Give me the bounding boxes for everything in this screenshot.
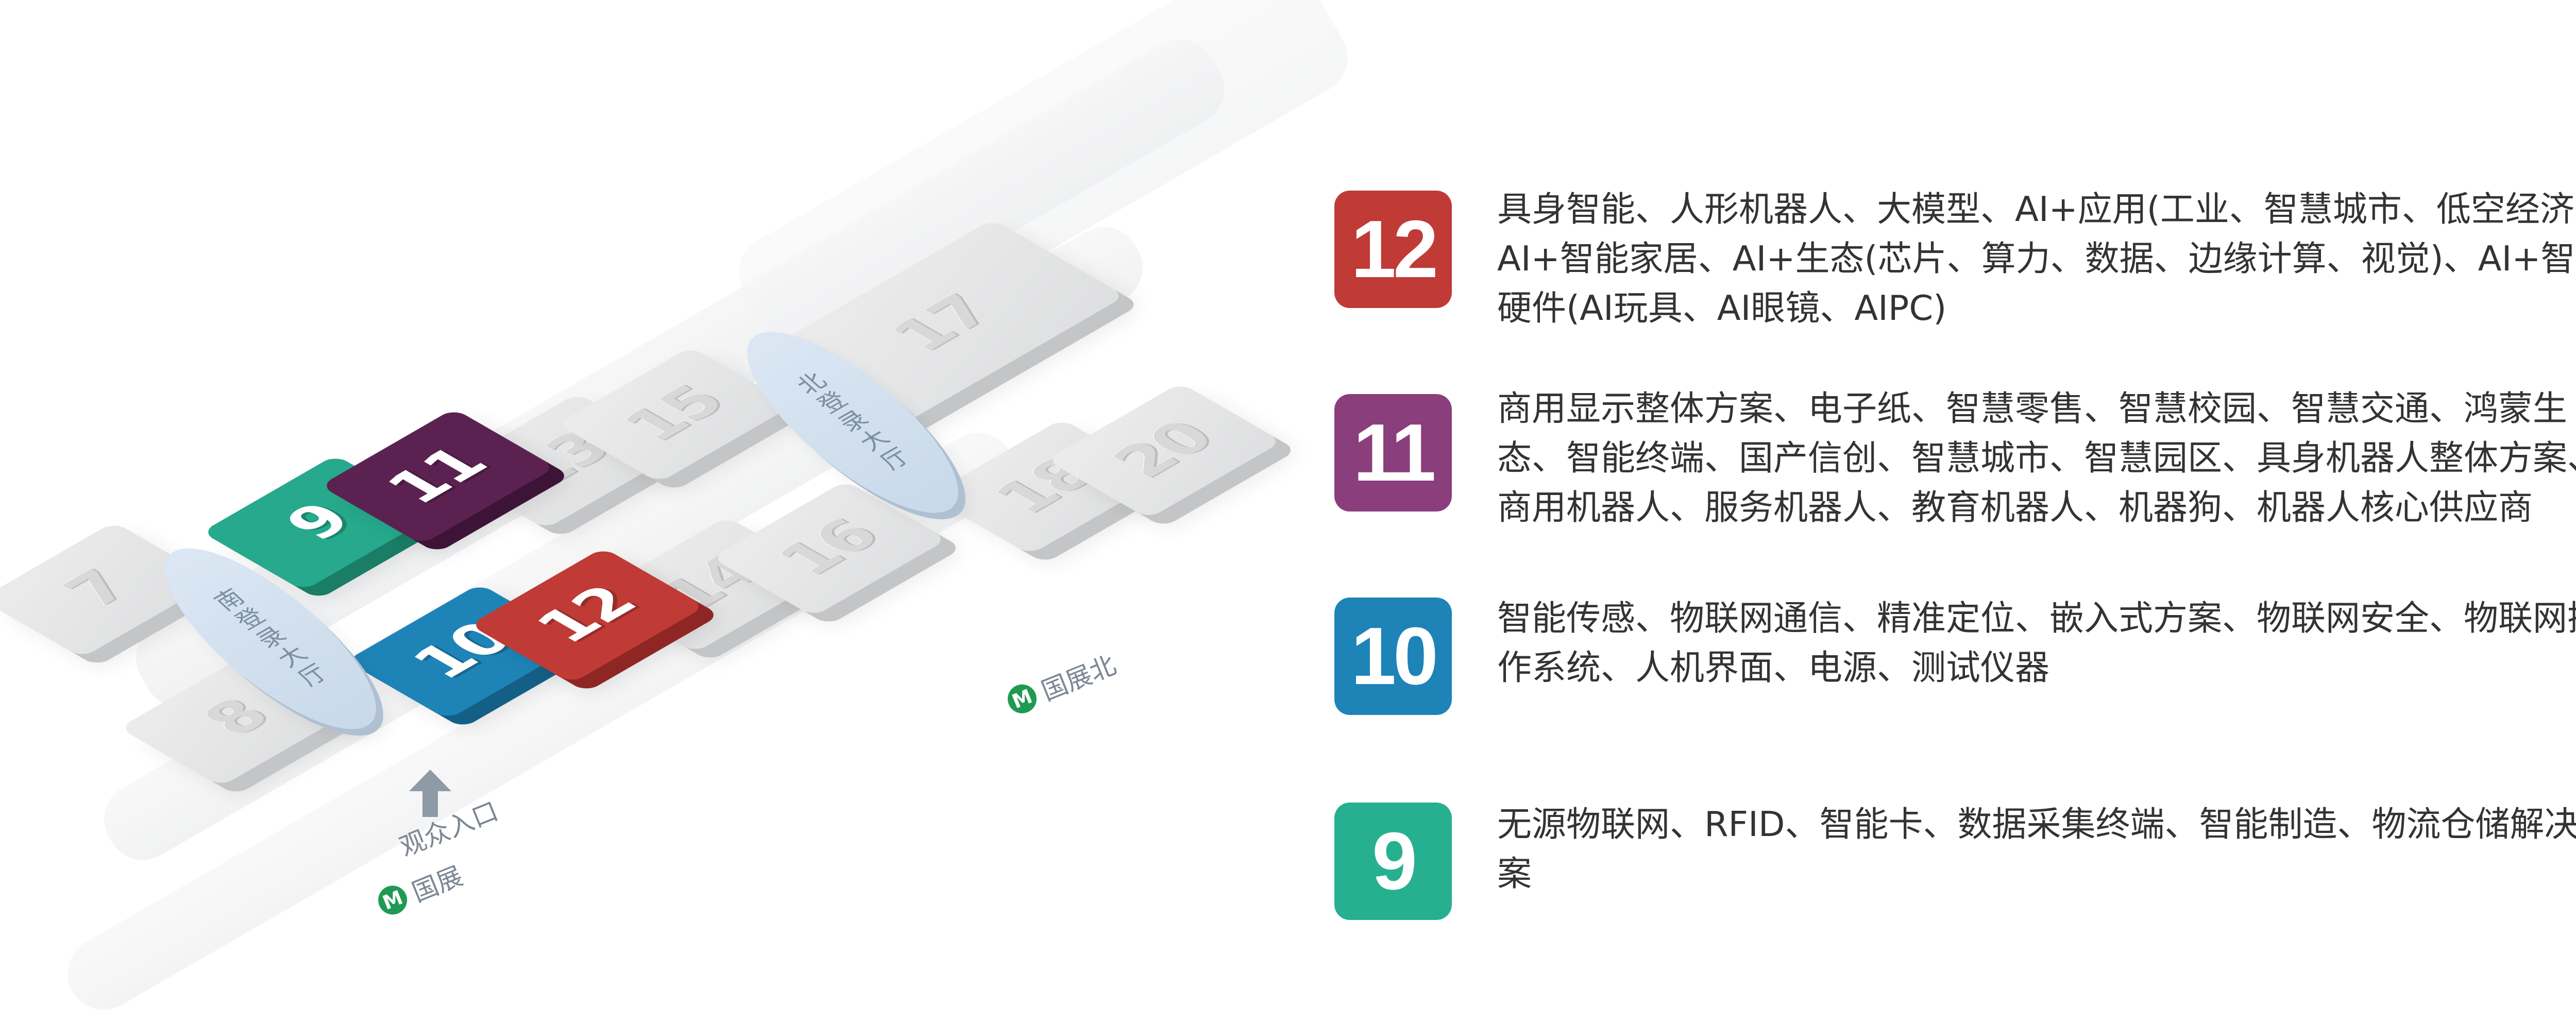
hall-description: 智能传感、物联网通信、精准定位、嵌入式方案、物联网安全、物联网操作系统、人机界面… (1497, 598, 2576, 688)
metro-station-guozhan[interactable]: M 国展 (372, 856, 468, 923)
hall-badge-10: 10 (1334, 598, 1452, 715)
hall-label: 16 (762, 509, 893, 586)
venue-map: 7 8 13 14 15 16 17 18 20 9 11 10 12 南登录大… (0, 0, 1361, 1023)
hall-label: 20 (1097, 412, 1228, 488)
hall-description: 商用显示整体方案、电子纸、智慧零售、智慧校园、智慧交通、鸿蒙生态、智能终端、国产… (1497, 388, 2576, 527)
hall-label: 15 (607, 376, 739, 452)
legend-row-hall-10: 10 智能传感、物联网通信、精准定位、嵌入式方案、物联网安全、物联网操作系统、人… (1334, 598, 2576, 715)
entrance-arrow-icon (409, 770, 451, 817)
hall-badge-12: 12 (1334, 191, 1452, 308)
legend-row-hall-12: 12 具身智能、人形机器人、大模型、AI+应用(工业、智慧城市、低空经济)、AI… (1334, 189, 2576, 333)
hall-label: 8 (187, 690, 283, 745)
hall-badge-number: 10 (1351, 610, 1438, 702)
hall-badge-number: 11 (1353, 407, 1436, 498)
legend-row-hall-11: 11 商用显示整体方案、电子纸、智慧零售、智慧校园、智慧交通、鸿蒙生态、智能终端… (1334, 388, 2576, 532)
hall-label: 11 (370, 437, 502, 514)
metro-icon: M (374, 881, 412, 919)
legend-row-hall-9: 9 无源物联网、RFID、智能卡、数据采集终端、智能制造、物流仓储解决方案 (1334, 803, 2576, 920)
metro-station-label: 国展 (408, 861, 467, 908)
hall-label: 12 (520, 576, 651, 653)
hall-badge-number: 9 (1372, 815, 1417, 907)
metro-station-guozhan-north[interactable]: M 国展北 (1002, 644, 1121, 721)
hall-description: 无源物联网、RFID、智能卡、数据采集终端、智能制造、物流仓储解决方案 (1497, 804, 2576, 894)
hall-description: 具身智能、人形机器人、大模型、AI+应用(工业、智慧城市、低空经济)、AI+智能… (1497, 189, 2576, 328)
hall-badge-9: 9 (1334, 803, 1452, 920)
hall-badge-11: 11 (1334, 394, 1452, 512)
hall-label: 7 (48, 561, 144, 617)
metro-icon: M (1003, 680, 1041, 718)
hall-badge-number: 12 (1351, 203, 1438, 295)
hall-label: 17 (875, 285, 1007, 362)
metro-station-label: 国展北 (1037, 650, 1120, 706)
